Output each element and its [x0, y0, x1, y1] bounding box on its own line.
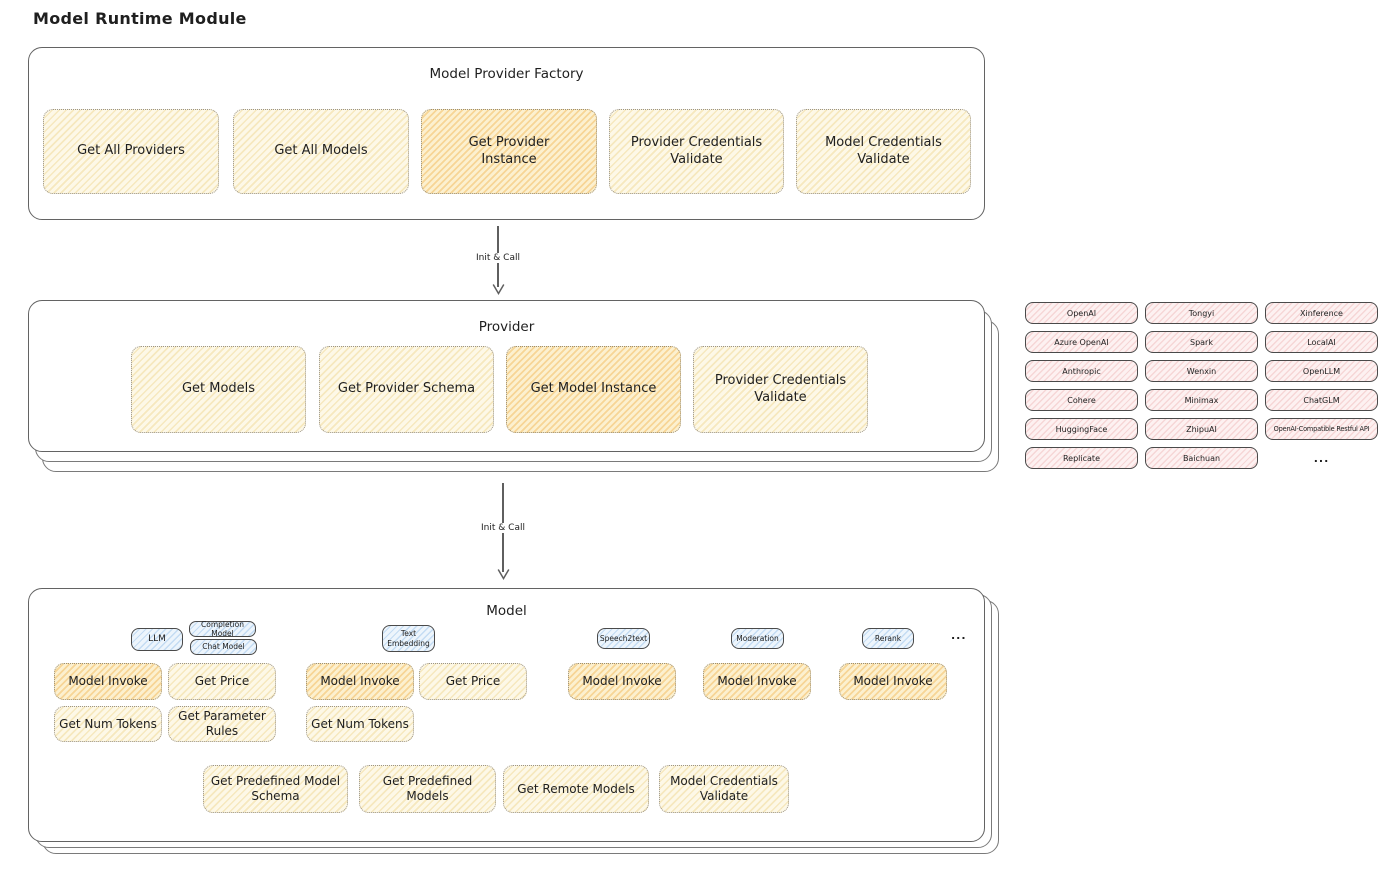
- tag-moderation: Moderation: [731, 628, 784, 649]
- factory-model-credentials-validate: Model Credentials Validate: [796, 109, 971, 194]
- provider-item-zhipuai: ZhipuAI: [1145, 418, 1258, 440]
- tag-completion-model: Completion Model: [189, 620, 256, 638]
- provider-item-spark: Spark: [1145, 331, 1258, 353]
- provider-item-tongyi: Tongyi: [1145, 302, 1258, 324]
- model-get-remote-models: Get Remote Models: [503, 765, 649, 813]
- llm-model-invoke: Model Invoke: [54, 663, 162, 700]
- provider-item-anthropic: Anthropic: [1025, 360, 1138, 382]
- provider-item-cohere: Cohere: [1025, 389, 1138, 411]
- diagram-title: Model Runtime Module: [33, 9, 247, 28]
- model-title: Model: [486, 603, 527, 619]
- arrow1-label: Init & Call: [471, 253, 525, 263]
- provider-panel: Provider Get Models Get Provider Schema …: [28, 300, 985, 452]
- model-panel: Model LLM Completion Model Chat Model Te…: [28, 588, 985, 842]
- factory-get-provider-instance: Get Provider Instance: [421, 109, 597, 194]
- model-tags-more-ellipsis: ...: [951, 629, 967, 642]
- text-embedding-model-invoke: Model Invoke: [306, 663, 414, 700]
- provider-item-baichuan: Baichuan: [1145, 447, 1258, 469]
- provider-credentials-validate: Provider Credentials Validate: [693, 346, 868, 433]
- factory-get-all-providers: Get All Providers: [43, 109, 219, 194]
- factory-get-all-models: Get All Models: [233, 109, 409, 194]
- speech2text-model-invoke: Model Invoke: [568, 663, 676, 700]
- factory-title: Model Provider Factory: [429, 66, 584, 82]
- llm-get-price: Get Price: [168, 663, 276, 700]
- provider-get-model-instance: Get Model Instance: [506, 346, 681, 433]
- provider-item-openai: OpenAI: [1025, 302, 1138, 324]
- llm-get-parameter-rules: Get Parameter Rules: [168, 706, 276, 742]
- factory-provider-credentials-validate: Provider Credentials Validate: [609, 109, 784, 194]
- arrow-down-icon-1: [492, 284, 504, 295]
- provider-get-provider-schema: Get Provider Schema: [319, 346, 494, 433]
- model-credentials-validate: Model Credentials Validate: [659, 765, 789, 813]
- providers-more-ellipsis: ...: [1313, 451, 1330, 465]
- tag-llm: LLM: [131, 628, 183, 651]
- text-embedding-get-num-tokens: Get Num Tokens: [306, 706, 414, 742]
- arrow2-label: Init & Call: [476, 523, 530, 533]
- tag-speech2text: Speech2text: [597, 628, 650, 649]
- provider-item-azure-openai: Azure OpenAI: [1025, 331, 1138, 353]
- provider-item-chatglm: ChatGLM: [1265, 389, 1378, 411]
- provider-item-xinference: Xinference: [1265, 302, 1378, 324]
- provider-item-openai-compatible-restful-api: OpenAI-Compatible Restful API: [1265, 418, 1378, 440]
- rerank-model-invoke: Model Invoke: [839, 663, 947, 700]
- factory-panel: Model Provider Factory Get All Providers…: [28, 47, 985, 220]
- llm-get-num-tokens: Get Num Tokens: [54, 706, 162, 742]
- model-get-predefined-model-schema: Get Predefined Model Schema: [203, 765, 348, 813]
- provider-item-minimax: Minimax: [1145, 389, 1258, 411]
- provider-get-models: Get Models: [131, 346, 306, 433]
- model-get-predefined-models: Get Predefined Models: [359, 765, 496, 813]
- provider-item-openllm: OpenLLM: [1265, 360, 1378, 382]
- provider-item-wenxin: Wenxin: [1145, 360, 1258, 382]
- provider-item-huggingface: HuggingFace: [1025, 418, 1138, 440]
- tag-chat-model: Chat Model: [190, 639, 257, 655]
- providers-grid: OpenAI Tongyi Xinference Azure OpenAI Sp…: [1025, 302, 1378, 469]
- moderation-model-invoke: Model Invoke: [703, 663, 811, 700]
- tag-rerank: Rerank: [862, 628, 914, 649]
- provider-title: Provider: [478, 319, 535, 335]
- text-embedding-get-price: Get Price: [419, 663, 527, 700]
- arrow-down-icon-2: [497, 569, 509, 580]
- provider-item-replicate: Replicate: [1025, 447, 1138, 469]
- tag-text-embedding: Text Embedding: [382, 625, 435, 652]
- provider-item-localai: LocalAI: [1265, 331, 1378, 353]
